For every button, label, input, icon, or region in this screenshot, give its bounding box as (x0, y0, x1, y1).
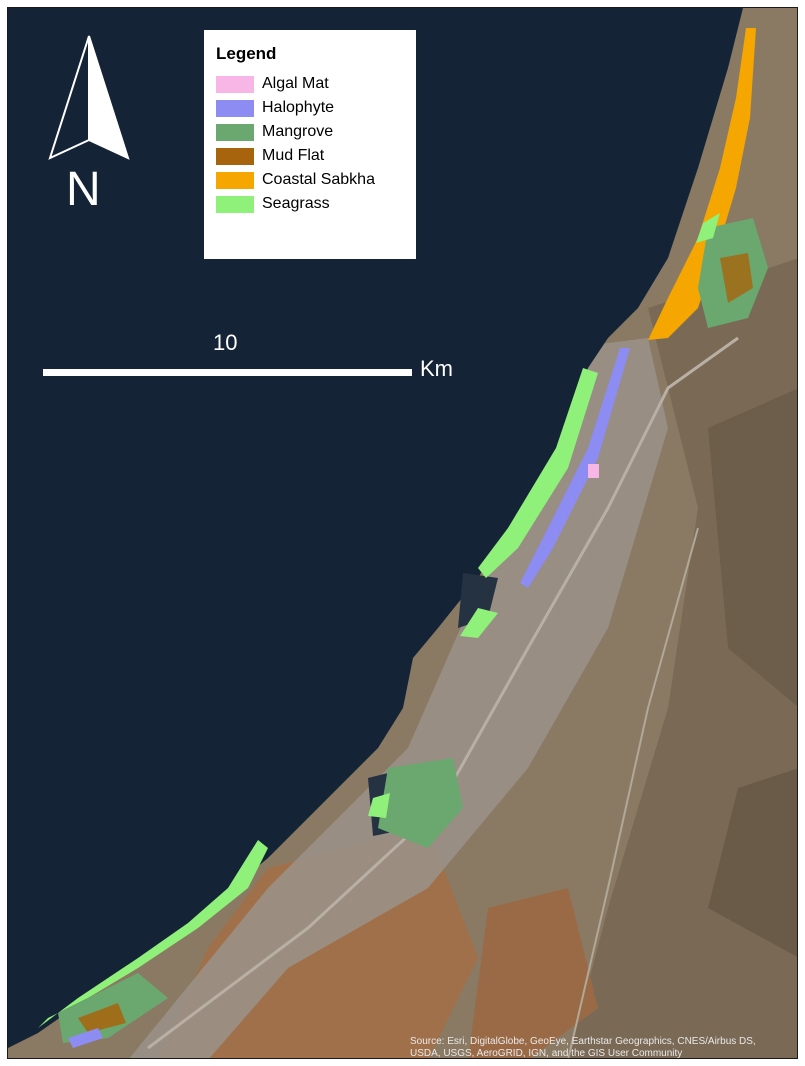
highway (147, 336, 739, 1050)
north-arrow-icon (48, 35, 130, 160)
legend-label: Seagrass (262, 195, 330, 212)
mud-flat-zone (720, 253, 753, 303)
legend-label: Algal Mat (262, 75, 329, 92)
halophyte-swatch (216, 99, 254, 117)
highway (567, 527, 699, 1058)
algal-mat-swatch (216, 75, 254, 93)
algal-mat-zone (588, 464, 599, 478)
sea (8, 8, 743, 1048)
legend-item-halophyte: Halophyte (216, 96, 404, 120)
seagrass-zone (368, 793, 390, 818)
legend-item-coastal-sabkha: Coastal Sabkha (216, 168, 404, 192)
mangrove-swatch (216, 123, 254, 141)
legend-item-seagrass: Seagrass (216, 192, 404, 216)
seagrass-swatch (216, 195, 254, 213)
scale-bar-label: 10 (213, 330, 238, 355)
legend-label: Mud Flat (262, 147, 325, 164)
scale-bar-unit: Km (420, 356, 453, 381)
legend-label: Halophyte (262, 99, 335, 116)
legend-title: Legend (216, 44, 277, 63)
legend-item-mud-flat: Mud Flat (216, 144, 404, 168)
attribution-line: Source: Esri, DigitalGlobe, GeoEye, Eart… (410, 1036, 756, 1047)
coastal-sabkha-swatch (216, 171, 254, 189)
mud-flat-zone (78, 1003, 126, 1033)
map-attribution: Source: Esri, DigitalGlobe, GeoEye, Eart… (410, 1036, 797, 1059)
legend-item-algal-mat: Algal Mat (216, 72, 404, 96)
legend: Legend Algal Mat Halophyte Mangrove Mud … (204, 30, 416, 259)
mountain-ridge (708, 768, 797, 957)
mud-flat-swatch (216, 147, 254, 165)
halophyte-zone (68, 1028, 103, 1048)
seagrass-zone (696, 213, 720, 243)
mangrove-zone (378, 758, 463, 848)
legend-label: Mangrove (262, 123, 334, 140)
north-arrow (44, 30, 134, 220)
attribution-line: USDA, USGS, AeroGRID, IGN, and the GIS U… (410, 1048, 683, 1059)
seagrass-zone (460, 608, 498, 638)
desert-region (468, 888, 598, 1058)
scale-bar (43, 369, 412, 376)
mountain-ridge (708, 388, 797, 707)
north-letter: N (66, 163, 101, 216)
halophyte-zone (520, 348, 630, 588)
seagrass-zone (478, 368, 598, 578)
legend-label: Coastal Sabkha (262, 171, 375, 188)
legend-item-mangrove: Mangrove (216, 120, 404, 144)
map-frame: N Legend Algal Mat Halophyte Mangrove Mu… (7, 7, 798, 1059)
